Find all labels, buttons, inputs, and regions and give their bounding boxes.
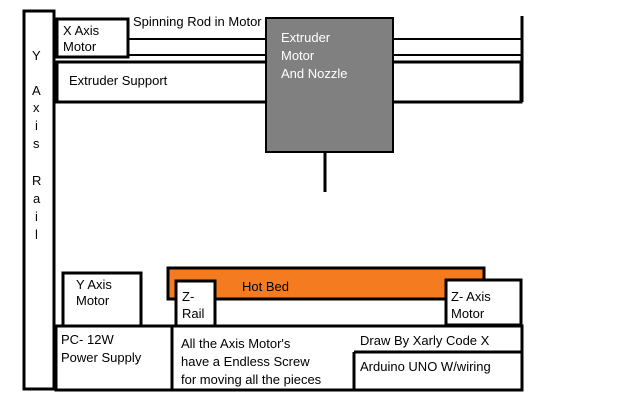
z-axis-motor [444, 278, 523, 327]
y-axis-rail-letter: s [33, 136, 40, 151]
axis-note: have a Endless Screw [181, 354, 310, 369]
y-axis-rail-letter: A [32, 83, 41, 98]
extruder-motor-label: Motor [281, 48, 315, 63]
y-axis-rail-letter: l [35, 227, 38, 242]
z-axis-motor-label: Z- Axis [451, 289, 491, 304]
y-axis-rail-letter: R [32, 173, 41, 188]
power-supply-label: Power Supply [61, 350, 142, 365]
z-rail-label: Z- [182, 289, 194, 304]
axis-note: for moving all the pieces [181, 372, 322, 387]
y-axis-rail-letter: a [33, 191, 41, 206]
arduino-label: Arduino UNO W/wiring [360, 359, 491, 374]
spinning-rod-label: Spinning Rod in Motor [133, 14, 262, 29]
z-axis-motor-label: Motor [451, 306, 485, 321]
x-axis-motor-label: X Axis [63, 23, 100, 38]
y-axis-motor-label: Motor [76, 293, 110, 308]
hot-bed-label: Hot Bed [242, 279, 289, 294]
z-rail [174, 279, 217, 328]
axis-note: All the Axis Motor's [181, 336, 291, 351]
x-axis-motor [55, 17, 130, 59]
y-axis-rail-letter: i [35, 209, 38, 224]
credit-label: Draw By Xarly Code X [360, 333, 490, 348]
y-axis-rail-letter: x [33, 100, 40, 115]
extruder-motor-label: Extruder [281, 30, 331, 45]
y-axis-rail-letter: Y [32, 48, 41, 63]
y-axis-motor-label: Y Axis [76, 277, 112, 292]
extruder-motor [265, 17, 394, 153]
power-supply-label: PC- 12W [61, 332, 114, 347]
y-axis-rail [22, 9, 56, 391]
extruder-motor-label: And Nozzle [281, 66, 347, 81]
x-axis-motor-label: Motor [63, 39, 97, 54]
base-frame [54, 324, 524, 392]
z-rail-label: Rail [182, 306, 205, 321]
y-axis-rail-letter: i [35, 118, 38, 133]
extruder-support-label: Extruder Support [69, 73, 168, 88]
y-axis-motor [61, 271, 143, 328]
